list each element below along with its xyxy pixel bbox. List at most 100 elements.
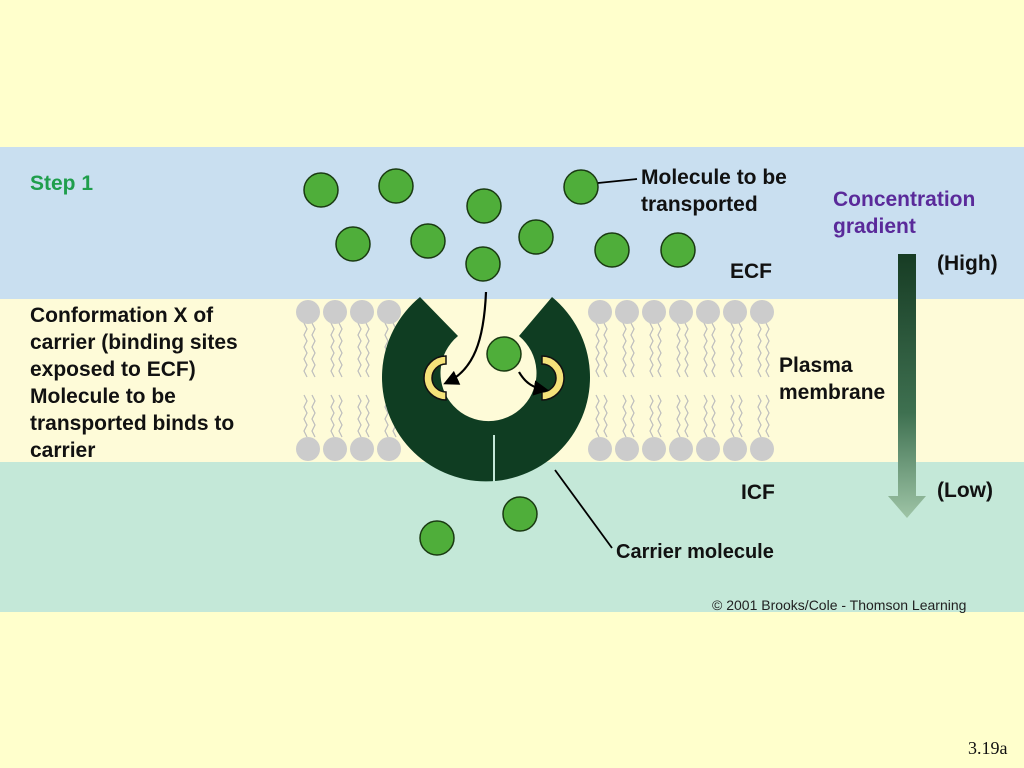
- molecule: [419, 520, 455, 556]
- lipid-tail: [649, 394, 654, 438]
- lipid-tail: [303, 322, 308, 378]
- molecule: [465, 246, 501, 282]
- molecule: [563, 169, 599, 205]
- lipid-tail: [595, 322, 600, 378]
- molecule: [378, 168, 414, 204]
- lipid-tail: [603, 394, 608, 438]
- lipid-head: [588, 437, 612, 461]
- low-label: (Low): [937, 479, 993, 502]
- binding-arrow-left: [443, 291, 488, 385]
- lipid-head: [350, 300, 374, 324]
- lipid-head: [696, 300, 720, 324]
- lipid-head: [669, 437, 693, 461]
- molecule: [660, 232, 696, 268]
- lipid-tail: [684, 394, 689, 438]
- lipid-tail: [311, 394, 316, 438]
- molecule: [410, 223, 446, 259]
- lipid-tail: [338, 322, 343, 378]
- ecf-label: ECF: [730, 260, 772, 283]
- lipid-head: [323, 437, 347, 461]
- high-label: (High): [937, 252, 998, 275]
- lipid-tail: [622, 322, 627, 378]
- lipid-head: [723, 300, 747, 324]
- molecule: [518, 219, 554, 255]
- copyright-notice: © 2001 Brooks/Cole - Thomson Learning: [712, 597, 967, 613]
- lipid-tail: [757, 322, 762, 378]
- lipid-tail: [303, 394, 308, 438]
- lipid-tail: [657, 394, 662, 438]
- lipid-tail: [765, 394, 770, 438]
- lipid-head: [350, 437, 374, 461]
- lipid-head: [669, 300, 693, 324]
- lipid-tail: [676, 322, 681, 378]
- carrier-molecule-label: Carrier molecule: [616, 541, 774, 563]
- carrier-protein-body: [382, 297, 590, 482]
- lipid-head: [642, 437, 666, 461]
- lipid-tail: [711, 322, 716, 378]
- lipid-head: [750, 437, 774, 461]
- slide-number: 3.19a: [968, 738, 1008, 758]
- lipid-tail: [330, 394, 335, 438]
- lipid-tail: [311, 322, 316, 378]
- conformation-description: Conformation X of carrier (binding sites…: [30, 304, 238, 462]
- icf-label: ICF: [741, 481, 775, 504]
- lipid-head: [642, 300, 666, 324]
- lipid-tail: [330, 322, 335, 378]
- ecf-region: [0, 147, 1024, 299]
- lipid-tail: [365, 322, 370, 378]
- lipid-tail: [357, 394, 362, 438]
- lipid-tail: [595, 394, 600, 438]
- lipid-tail: [703, 322, 708, 378]
- icf-region: [0, 462, 1024, 612]
- lipid-head: [723, 437, 747, 461]
- molecule: [303, 172, 339, 208]
- lipid-tail: [703, 394, 708, 438]
- lipid-head: [296, 300, 320, 324]
- lipid-tail: [765, 322, 770, 378]
- carrier-leader-line: [554, 469, 613, 549]
- lipid-head: [296, 437, 320, 461]
- lipid-tail: [676, 394, 681, 438]
- gradient-arrow: [888, 254, 926, 518]
- lipid-tail: [730, 394, 735, 438]
- lipid-tail: [684, 322, 689, 378]
- lipid-tail: [603, 322, 608, 378]
- lipid-tail: [622, 394, 627, 438]
- molecule: [502, 496, 538, 532]
- lipid-tail: [757, 394, 762, 438]
- lipid-tail: [630, 322, 635, 378]
- lipid-tail: [630, 394, 635, 438]
- lipid-bilayer: [296, 300, 774, 461]
- lipid-tail: [657, 322, 662, 378]
- molecule: [486, 336, 522, 372]
- molecule-leader-line: [597, 178, 638, 184]
- lipid-head: [323, 300, 347, 324]
- plasma-membrane-label: Plasma membrane: [779, 354, 886, 404]
- molecule-label: Molecule to be transported: [641, 166, 787, 216]
- carrier-molecule: [382, 297, 590, 482]
- binding-arrow-right: [518, 371, 550, 396]
- lipid-tail: [730, 322, 735, 378]
- molecule: [466, 188, 502, 224]
- lipid-tail: [738, 322, 743, 378]
- lipid-tail: [649, 322, 654, 378]
- molecules: [303, 168, 696, 556]
- binding-site-right: [541, 355, 565, 401]
- lipid-head: [377, 300, 401, 324]
- step-title: Step 1: [30, 172, 94, 195]
- lipid-tail: [738, 394, 743, 438]
- lipid-head: [615, 300, 639, 324]
- molecule: [594, 232, 630, 268]
- binding-site-left: [423, 355, 447, 401]
- molecule: [335, 226, 371, 262]
- lipid-tail: [338, 394, 343, 438]
- lipid-head: [696, 437, 720, 461]
- lipid-head: [588, 300, 612, 324]
- lipid-tail: [365, 394, 370, 438]
- lipid-tail: [357, 322, 362, 378]
- lipid-tail: [711, 394, 716, 438]
- gradient-title: Concentration gradient: [833, 188, 976, 238]
- lipid-head: [615, 437, 639, 461]
- lipid-head: [750, 300, 774, 324]
